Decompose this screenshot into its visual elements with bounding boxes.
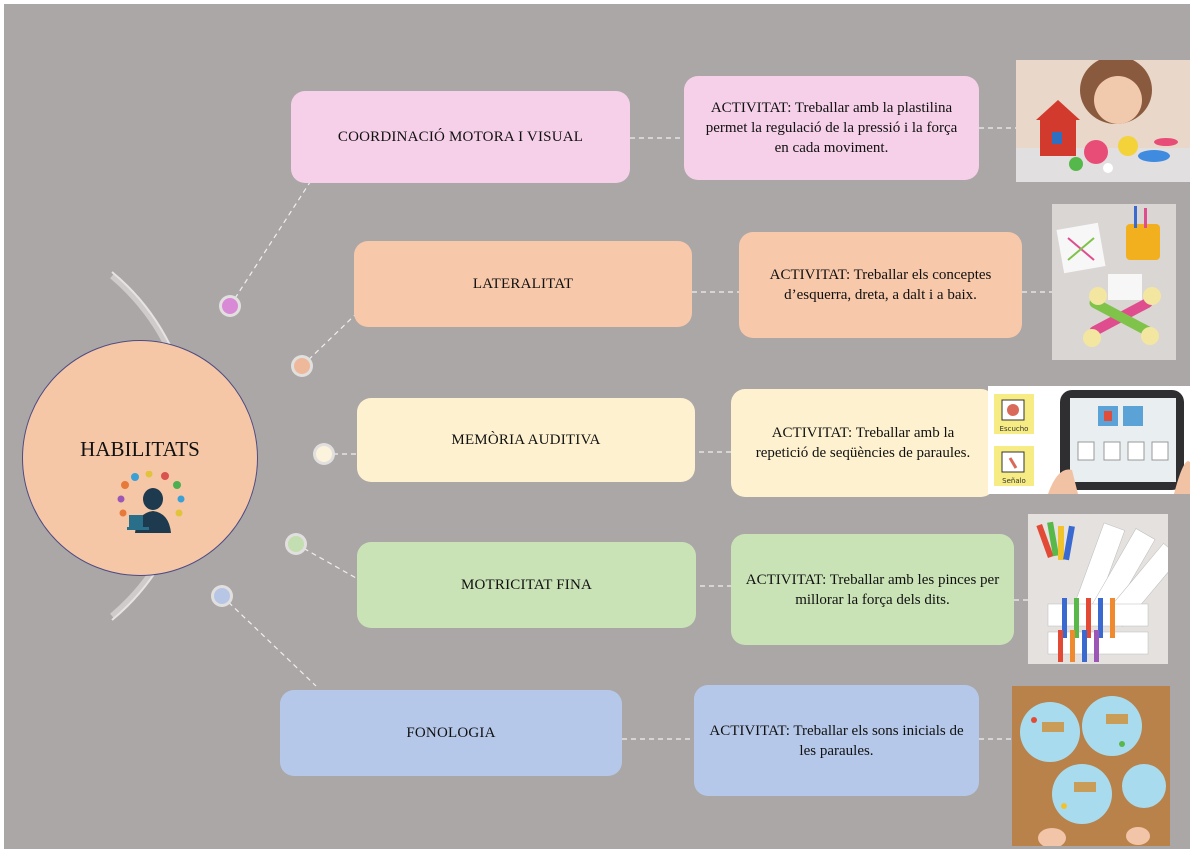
arc-dot	[288, 536, 304, 552]
activity-text: ACTIVITAT: Treballar els sons inicials d…	[709, 722, 964, 759]
skill-label: MEMÒRIA AUDITIVA	[451, 431, 601, 448]
activity-box-memoria: ACTIVITAT: Treballar amb la repetició de…	[731, 389, 995, 497]
pictogram-label-bottom: Señalo	[1002, 477, 1026, 485]
diagram-canvas: HABILITATS COORDINACIÓ MOTORA I VISUAL A…	[4, 4, 1190, 849]
skill-box-memoria: MEMÒRIA AUDITIVA	[357, 398, 695, 482]
skill-box-fonologia: FONOLOGIA	[280, 690, 622, 776]
pictogram-label-top: Escucho	[1000, 425, 1029, 433]
skill-box-motricitat: MOTRICITAT FINA	[357, 542, 696, 628]
skill-label: FONOLOGIA	[406, 724, 496, 741]
skill-label: MOTRICITAT FINA	[460, 576, 593, 593]
connector-1	[229, 175, 315, 307]
activity-box-lateralitat: ACTIVITAT: Treballar els conceptes d’esq…	[739, 232, 1022, 338]
activity-text: ACTIVITAT: Treballar amb les pinces per …	[745, 571, 1000, 608]
activity-box-coordinacio: ACTIVITAT: Treballar amb la plastilina p…	[684, 76, 979, 180]
activity-box-motricitat: ACTIVITAT: Treballar amb les pinces per …	[731, 534, 1014, 645]
photo-clothespins	[1028, 514, 1168, 664]
center-node: HABILITATS	[22, 340, 258, 576]
skill-box-coordinacio: COORDINACIÓ MOTORA I VISUAL	[291, 91, 630, 183]
connector-4	[295, 543, 357, 579]
photo-letter-wheels	[1012, 686, 1170, 846]
arc-dot	[316, 446, 332, 462]
activity-text: ACTIVITAT: Treballar els conceptes d’esq…	[769, 267, 992, 303]
activity-text: ACTIVITAT: Treballar amb la repetició de…	[755, 425, 971, 461]
activity-box-fonologia: ACTIVITAT: Treballar els sons inicials d…	[694, 685, 979, 796]
photo-tablet: Escucho Señalo	[988, 386, 1190, 494]
photo-laterality	[1052, 204, 1176, 360]
activity-text: ACTIVITAT: Treballar amb la plastilina p…	[705, 100, 958, 156]
arc-dot	[214, 588, 230, 604]
connector-2	[301, 313, 357, 367]
center-title: HABILITATS	[80, 437, 200, 461]
photo-plasticine	[1016, 60, 1190, 182]
arc-dot	[222, 298, 238, 314]
skill-box-lateralitat: LATERALITAT	[354, 241, 692, 327]
person-thinking-icon	[117, 471, 185, 533]
skill-label: COORDINACIÓ MOTORA I VISUAL	[337, 128, 584, 145]
connector-5	[221, 595, 317, 687]
arc-dot	[294, 358, 310, 374]
skill-label: LATERALITAT	[472, 275, 574, 292]
